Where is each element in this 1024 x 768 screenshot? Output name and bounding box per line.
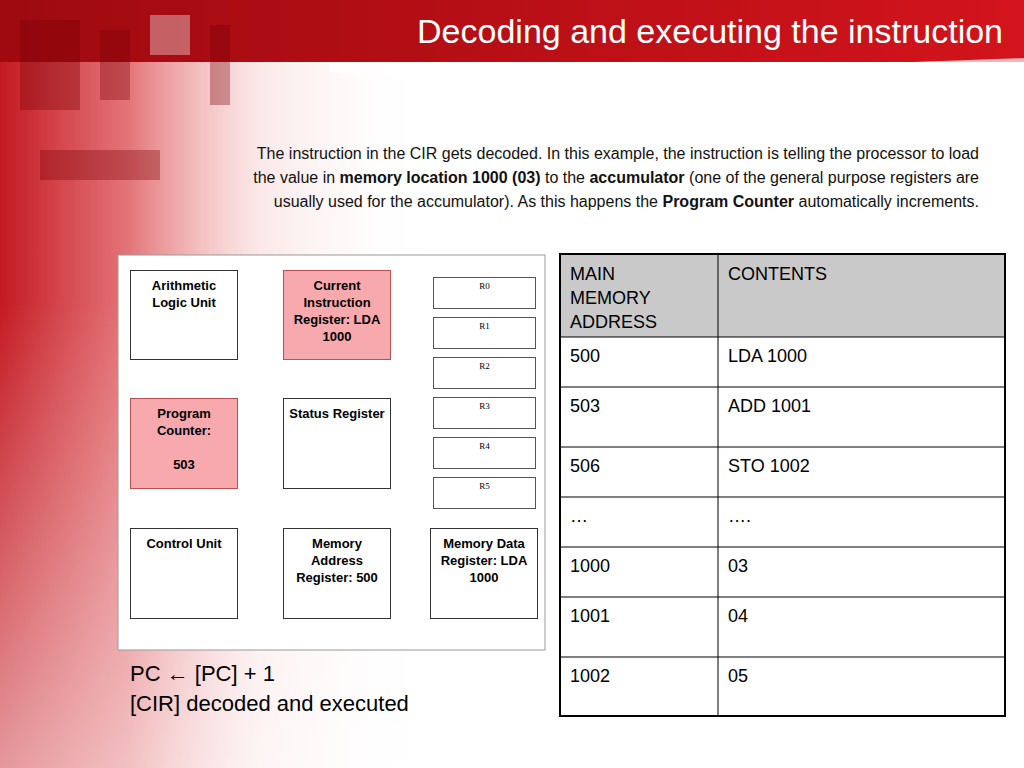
- contents-cell: 03: [728, 554, 748, 578]
- box-label: Program Counter:: [135, 405, 233, 439]
- table-grid: [560, 254, 1005, 716]
- circuit-decoration: [20, 15, 230, 180]
- chip-shape: [40, 150, 160, 180]
- grid-line: [560, 337, 1005, 338]
- box-label: R2: [479, 361, 490, 372]
- box-label: R4: [479, 441, 490, 452]
- grid-line: [560, 497, 1005, 498]
- register-box: R4: [433, 437, 536, 469]
- explanation-text: automatically increments.: [798, 193, 979, 210]
- box-label: Control Unit: [146, 535, 221, 552]
- register-box: R2: [433, 357, 536, 389]
- box-value: 503: [173, 456, 195, 473]
- table-header-cell: MAIN MEMORY ADDRESS: [570, 262, 680, 334]
- control-box: Control Unit: [130, 528, 238, 619]
- address-cell: 1000: [570, 554, 610, 578]
- box-label: R0: [479, 281, 490, 292]
- cpu-outline: [118, 255, 545, 650]
- alu-box: Arithmetic Logic Unit: [130, 270, 238, 360]
- grid-line: [560, 387, 1005, 388]
- grid-line: [560, 657, 1005, 658]
- address-cell: 1001: [570, 604, 610, 628]
- chip-shape: [150, 15, 190, 55]
- box-label: R5: [479, 481, 490, 492]
- address-cell: 506: [570, 454, 600, 478]
- chip-shape: [210, 25, 230, 105]
- step-note: [CIR] decoded and executed: [130, 690, 409, 718]
- explanation-paragraph: The instruction in the CIR gets decoded.…: [243, 142, 979, 214]
- pc-box: Program Counter: 503: [130, 398, 238, 489]
- box-label: Arithmetic Logic Unit: [135, 277, 233, 311]
- grid-line: [718, 254, 719, 716]
- explanation-text: to the: [545, 169, 585, 186]
- register-box: R5: [433, 477, 536, 509]
- table-frame: [560, 254, 1005, 716]
- address-cell: 500: [570, 344, 600, 368]
- box-label: R1: [479, 321, 490, 332]
- contents-cell: LDA 1000: [728, 344, 807, 368]
- grid-line: [560, 597, 1005, 598]
- address-cell: 503: [570, 394, 600, 418]
- address-cell: 1002: [570, 664, 610, 688]
- box-label: R3: [479, 401, 490, 412]
- cir-box: Current Instruction Register: LDA 1000: [283, 270, 391, 360]
- table-header-cell: CONTENTS: [728, 262, 827, 286]
- mdr-box: Memory Data Register: LDA 1000: [430, 528, 538, 619]
- mar-box: Memory Address Register: 500: [283, 528, 391, 619]
- chip-shape: [20, 20, 80, 110]
- table-header: [561, 255, 1004, 337]
- key-term: Program Counter: [662, 193, 794, 210]
- contents-cell: 04: [728, 604, 748, 628]
- title-band: [0, 0, 1024, 62]
- box-label: Status Register: [289, 405, 384, 422]
- address-cell: …: [570, 504, 588, 528]
- register-box: R1: [433, 317, 536, 349]
- contents-cell: ADD 1001: [728, 394, 811, 418]
- swoosh: [330, 58, 1024, 80]
- chip-shape: [100, 30, 130, 100]
- box-label: Current Instruction Register: LDA 1000: [288, 277, 386, 345]
- contents-cell: ….: [728, 504, 751, 528]
- register-box: R0: [433, 277, 536, 309]
- register-transfer-note: PC ← [PC] + 1: [130, 660, 275, 688]
- key-term: memory location 1000 (03): [340, 169, 541, 186]
- memory-table: [560, 254, 1005, 716]
- contents-cell: STO 1002: [728, 454, 810, 478]
- key-term: accumulator: [589, 169, 684, 186]
- contents-cell: 05: [728, 664, 748, 688]
- grid-line: [560, 547, 1005, 548]
- register-box: R3: [433, 397, 536, 429]
- box-label: Memory Address Register: 500: [288, 535, 386, 586]
- box-label: Memory Data Register: LDA 1000: [435, 535, 533, 586]
- slide-title: Decoding and executing the instruction: [417, 11, 1003, 51]
- grid-line: [560, 447, 1005, 448]
- status-box: Status Register: [283, 398, 391, 489]
